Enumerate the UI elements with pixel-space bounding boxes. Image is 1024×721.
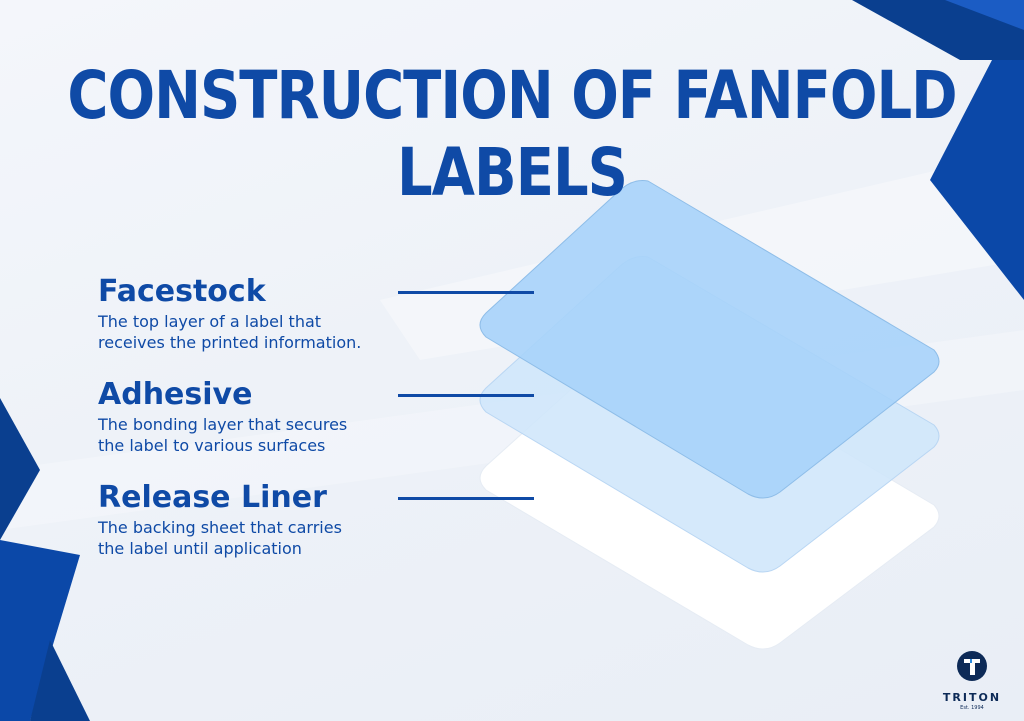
facestock-callout: Facestock The top layer of a label that … xyxy=(98,275,408,353)
corner-shape-left xyxy=(0,540,80,721)
release-liner-heading: Release Liner xyxy=(98,480,327,515)
release-liner-callout: Release Liner The backing sheet that car… xyxy=(98,481,408,559)
corner-shape-bottom-left xyxy=(30,640,90,721)
corner-shape-top-right xyxy=(945,0,1024,30)
facestock-leader-line xyxy=(398,291,534,294)
adhesive-description-line: The bonding layer that secures xyxy=(98,415,348,434)
adhesive-description-line: the label to various surfaces xyxy=(98,436,326,455)
facestock-description-line: The top layer of a label that xyxy=(98,312,322,331)
facestock-layer xyxy=(479,180,940,499)
facestock-description-line: receives the printed information. xyxy=(98,333,362,352)
adhesive-description: The bonding layer that secures the label… xyxy=(98,414,408,456)
release-liner-description: The backing sheet that carries the label… xyxy=(98,517,408,559)
triton-logo: TRITON Est. 1994 xyxy=(936,650,1008,711)
adhesive-callout: Adhesive The bonding layer that secures … xyxy=(98,378,408,456)
corner-shape-top-right xyxy=(852,0,1024,60)
logo-established: Est. 1994 xyxy=(960,705,984,711)
adhesive-leader-line xyxy=(398,394,534,397)
page-title: CONSTRUCTION OF FANFOLD LABELS xyxy=(67,58,957,212)
triton-logo-icon xyxy=(957,651,987,681)
corner-shape-left xyxy=(0,398,40,540)
release-liner-description-line: the label until application xyxy=(98,539,302,558)
adhesive-heading: Adhesive xyxy=(98,377,253,412)
release-liner-leader-line xyxy=(398,497,534,500)
logo-wordmark: TRITON xyxy=(942,691,1002,704)
release-liner-description-line: The backing sheet that carries xyxy=(98,518,342,537)
corner-shape-right xyxy=(930,60,1024,300)
facestock-description: The top layer of a label that receives t… xyxy=(98,311,408,353)
facestock-heading: Facestock xyxy=(98,274,266,309)
